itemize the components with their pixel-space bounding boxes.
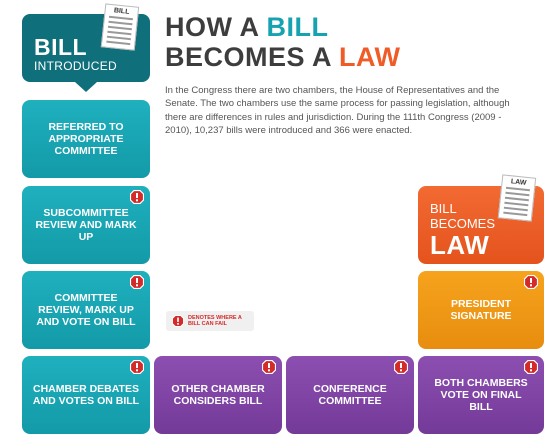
step-label: CHAMBER DEBATES AND VOTES ON BILL [32, 383, 140, 407]
bill-introduced-title: BILL [34, 34, 88, 60]
step-label: REFERRED TO APPROPRIATE COMMITTEE [48, 121, 124, 157]
title-highlight-bill: BILL [266, 12, 329, 42]
legend-text: DENOTES WHERE A BILL CAN FAIL [188, 314, 242, 328]
warning-icon [172, 315, 184, 327]
title-line-2: BECOMES A LAW [165, 42, 401, 72]
warning-icon [524, 360, 538, 374]
warning-icon [130, 275, 144, 289]
step-both-chambers-vote: BOTH CHAMBERS VOTE ON FINAL BILL [418, 356, 544, 434]
arrow-notch [75, 82, 97, 92]
step-chamber-debates: CHAMBER DEBATES AND VOTES ON BILL [22, 356, 150, 434]
document-icon: BILL [100, 3, 140, 51]
step-subcommittee-review: SUBCOMMITTEE REVIEW AND MARK UP [22, 186, 150, 264]
step-committee-review: COMMITTEE REVIEW, MARK UP AND VOTE ON BI… [22, 271, 150, 349]
fail-legend: DENOTES WHERE A BILL CAN FAIL [166, 311, 254, 331]
step-label: CONFERENCE COMMITTEE [313, 383, 387, 407]
step-label: COMMITTEE REVIEW, MARK UP AND VOTE ON BI… [36, 292, 136, 328]
step-label: BOTH CHAMBERS VOTE ON FINAL BILL [434, 377, 528, 413]
law-title: LAW [430, 230, 490, 260]
bill-introduced-subtitle: INTRODUCED [34, 59, 117, 73]
title-highlight-law: LAW [339, 42, 401, 72]
step-other-chamber: OTHER CHAMBER CONSIDERS BILL [154, 356, 282, 434]
step-referred-to-committee: REFERRED TO APPROPRIATE COMMITTEE [22, 100, 150, 178]
title-line-1: HOW A BILL [165, 12, 329, 42]
step-label: SUBCOMMITTEE REVIEW AND MARK UP [35, 207, 137, 243]
warning-icon [524, 275, 538, 289]
law-line-2: BECOMES [430, 216, 496, 231]
warning-icon [394, 360, 408, 374]
step-label: PRESIDENT SIGNATURE [450, 298, 512, 322]
step-conference-committee: CONFERENCE COMMITTEE [286, 356, 414, 434]
law-line-1: BILL [430, 201, 457, 216]
step-label: OTHER CHAMBER CONSIDERS BILL [171, 383, 265, 407]
description-text: In the Congress there are two chambers, … [165, 85, 510, 136]
page-title: HOW A BILL BECOMES A LAW [165, 12, 401, 72]
warning-icon [130, 360, 144, 374]
warning-icon [130, 190, 144, 204]
document-icon: LAW [497, 174, 537, 222]
warning-icon [262, 360, 276, 374]
step-president-signature: PRESIDENT SIGNATURE [418, 271, 544, 349]
